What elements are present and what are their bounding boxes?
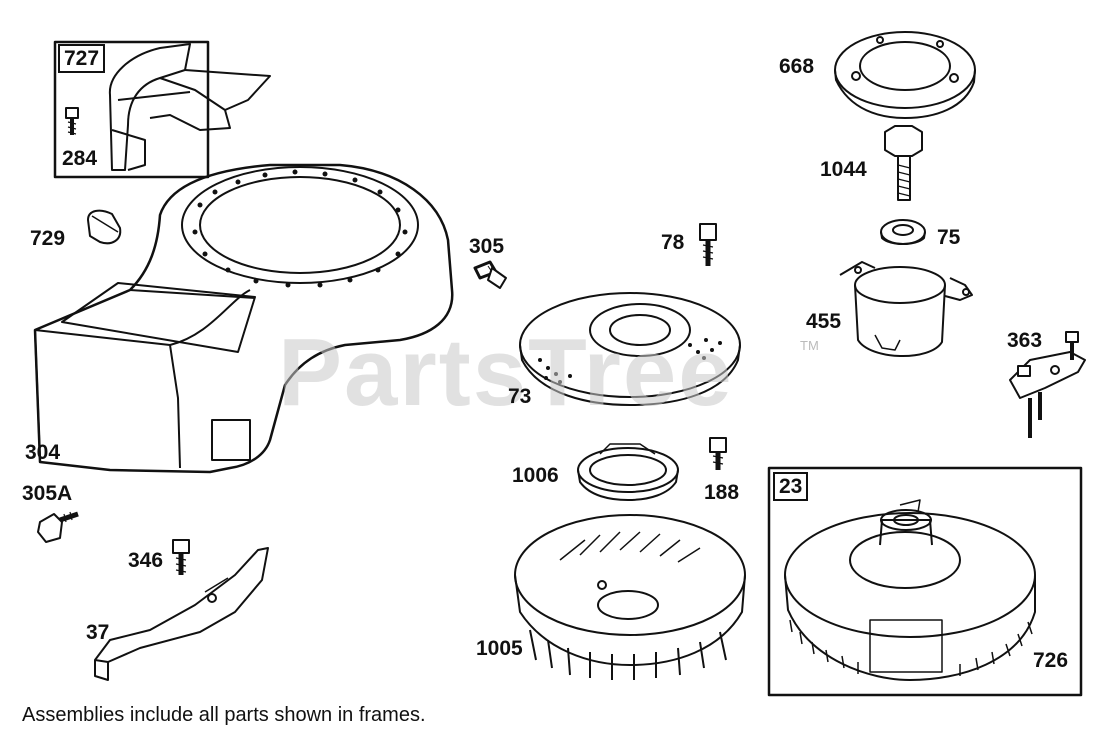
label-1006[interactable]: 1006 [512, 464, 559, 487]
label-363[interactable]: 363 [1007, 329, 1043, 352]
label-73[interactable]: 73 [508, 385, 532, 408]
part-1005-fan[interactable] [514, 514, 746, 680]
part-727-baffle[interactable] [108, 43, 271, 171]
part-78-bolt[interactable] [699, 223, 717, 266]
label-1044[interactable]: 1044 [820, 158, 867, 181]
part-304-blower-housing[interactable] [33, 163, 454, 474]
part-1006-ratchet[interactable] [577, 443, 679, 501]
label-188[interactable]: 188 [704, 481, 740, 504]
label-75[interactable]: 75 [937, 226, 961, 249]
part-188-screw[interactable] [709, 437, 727, 470]
part-668-plate[interactable] [834, 31, 976, 119]
label-305A[interactable]: 305A [22, 482, 73, 505]
label-305[interactable]: 305 [469, 235, 505, 258]
part-726-flywheel[interactable] [784, 499, 1036, 681]
label-37[interactable]: 37 [86, 621, 110, 644]
part-37-bracket[interactable] [94, 547, 269, 681]
flywheel-ring-gear-teeth [789, 619, 1033, 676]
label-729[interactable]: 729 [30, 227, 66, 250]
frame-727-box [53, 40, 210, 179]
part-75-washer[interactable] [880, 219, 926, 245]
screen-perforations [538, 338, 722, 384]
housing-bolt-holes [192, 169, 408, 288]
part-73-rotating-screen[interactable] [519, 292, 741, 406]
label-346[interactable]: 346 [128, 549, 164, 572]
part-305-bolt[interactable] [473, 260, 507, 289]
label-1005[interactable]: 1005 [476, 637, 523, 660]
label-668[interactable]: 668 [779, 55, 815, 78]
part-346-screw[interactable] [172, 539, 190, 575]
frame-23-box [767, 466, 1083, 697]
label-78[interactable]: 78 [661, 231, 685, 254]
label-304[interactable]: 304 [25, 441, 61, 464]
frame-label-727[interactable]: 727 [58, 44, 106, 73]
part-363-bracket[interactable] [1009, 331, 1086, 438]
frame-label-23[interactable]: 23 [773, 472, 809, 501]
part-1044-stud[interactable] [884, 125, 923, 201]
watermark: PartsTree [278, 319, 734, 426]
part-305A-bolt[interactable] [37, 511, 79, 543]
label-455[interactable]: 455 [806, 310, 842, 333]
part-455-cup[interactable] [839, 261, 973, 358]
part-284-screw[interactable] [65, 107, 79, 135]
watermark-trademark: TM [800, 338, 819, 353]
label-726[interactable]: 726 [1033, 649, 1069, 672]
label-284[interactable]: 284 [62, 147, 98, 170]
part-729-grommet[interactable] [87, 209, 122, 245]
frames-footnote: Assemblies include all parts shown in fr… [22, 704, 426, 726]
